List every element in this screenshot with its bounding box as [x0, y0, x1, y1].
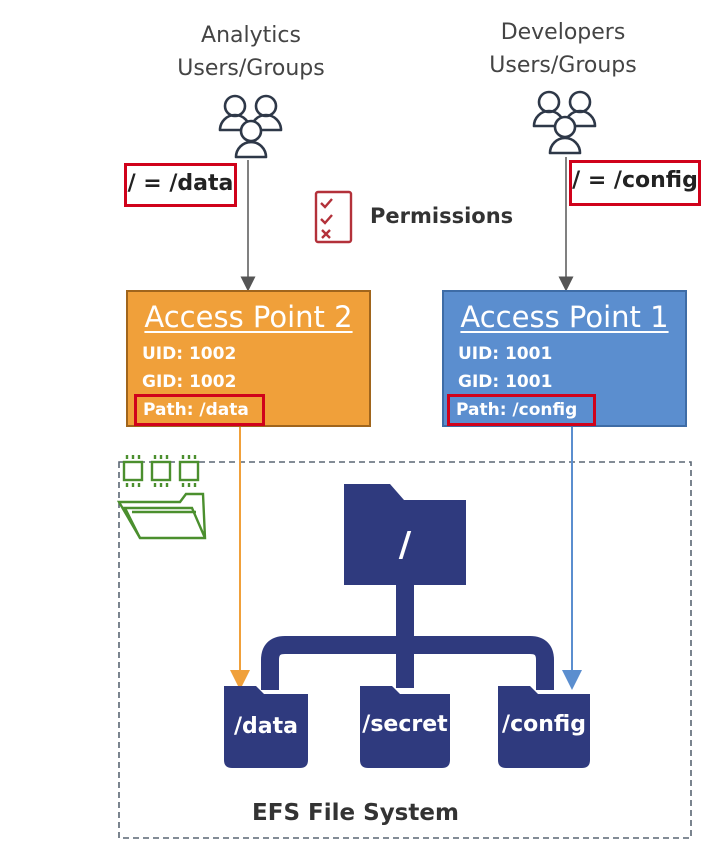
config-folder: [498, 686, 590, 768]
secret-folder-label: /secret: [362, 712, 448, 737]
data-folder: [224, 686, 308, 768]
access-point-2: Access Point 2 UID: 1002 GID: 1002: [126, 290, 371, 427]
access-point-2-uid: UID: 1002: [142, 344, 237, 364]
access-point-2-path: Path: /data: [134, 394, 265, 426]
access-point-2-gid: GID: 1002: [142, 372, 237, 392]
root-folder: [344, 484, 466, 585]
access-point-1-title: Access Point 1: [460, 300, 669, 334]
access-point-1-uid: UID: 1001: [458, 344, 553, 364]
efs-file-system-label: EFS File System: [252, 800, 459, 826]
analytics-users-icon: [218, 94, 283, 159]
permissions-checklist-icon: [314, 190, 353, 244]
config-folder-label: /config: [502, 712, 586, 737]
access-point-1-gid: GID: 1001: [458, 372, 553, 392]
developers-group-label: Developers Users/Groups: [463, 16, 663, 82]
analytics-line2: Users/Groups: [177, 56, 325, 81]
analytics-root-mapping: / = /data: [124, 163, 237, 207]
secret-folder: [360, 686, 450, 768]
developers-users-icon: [532, 90, 597, 155]
data-folder-label: /data: [234, 714, 298, 739]
developers-root-mapping: / = /config: [569, 160, 701, 206]
folder-tree-connector: [261, 585, 554, 690]
efs-boundary: [118, 461, 692, 839]
analytics-group-label: Analytics Users/Groups: [151, 19, 351, 85]
developers-line1: Developers: [500, 20, 626, 45]
access-point-1-path: Path: /config: [447, 394, 596, 426]
access-point-2-title: Access Point 2: [144, 300, 353, 334]
permissions-label: Permissions: [370, 204, 514, 228]
analytics-line1: Analytics: [201, 23, 301, 48]
root-folder-label: /: [398, 525, 412, 565]
developers-line2: Users/Groups: [489, 53, 637, 78]
efs-service-icon: [116, 455, 207, 540]
access-point-1: Access Point 1 UID: 1001 GID: 1001: [442, 290, 687, 427]
